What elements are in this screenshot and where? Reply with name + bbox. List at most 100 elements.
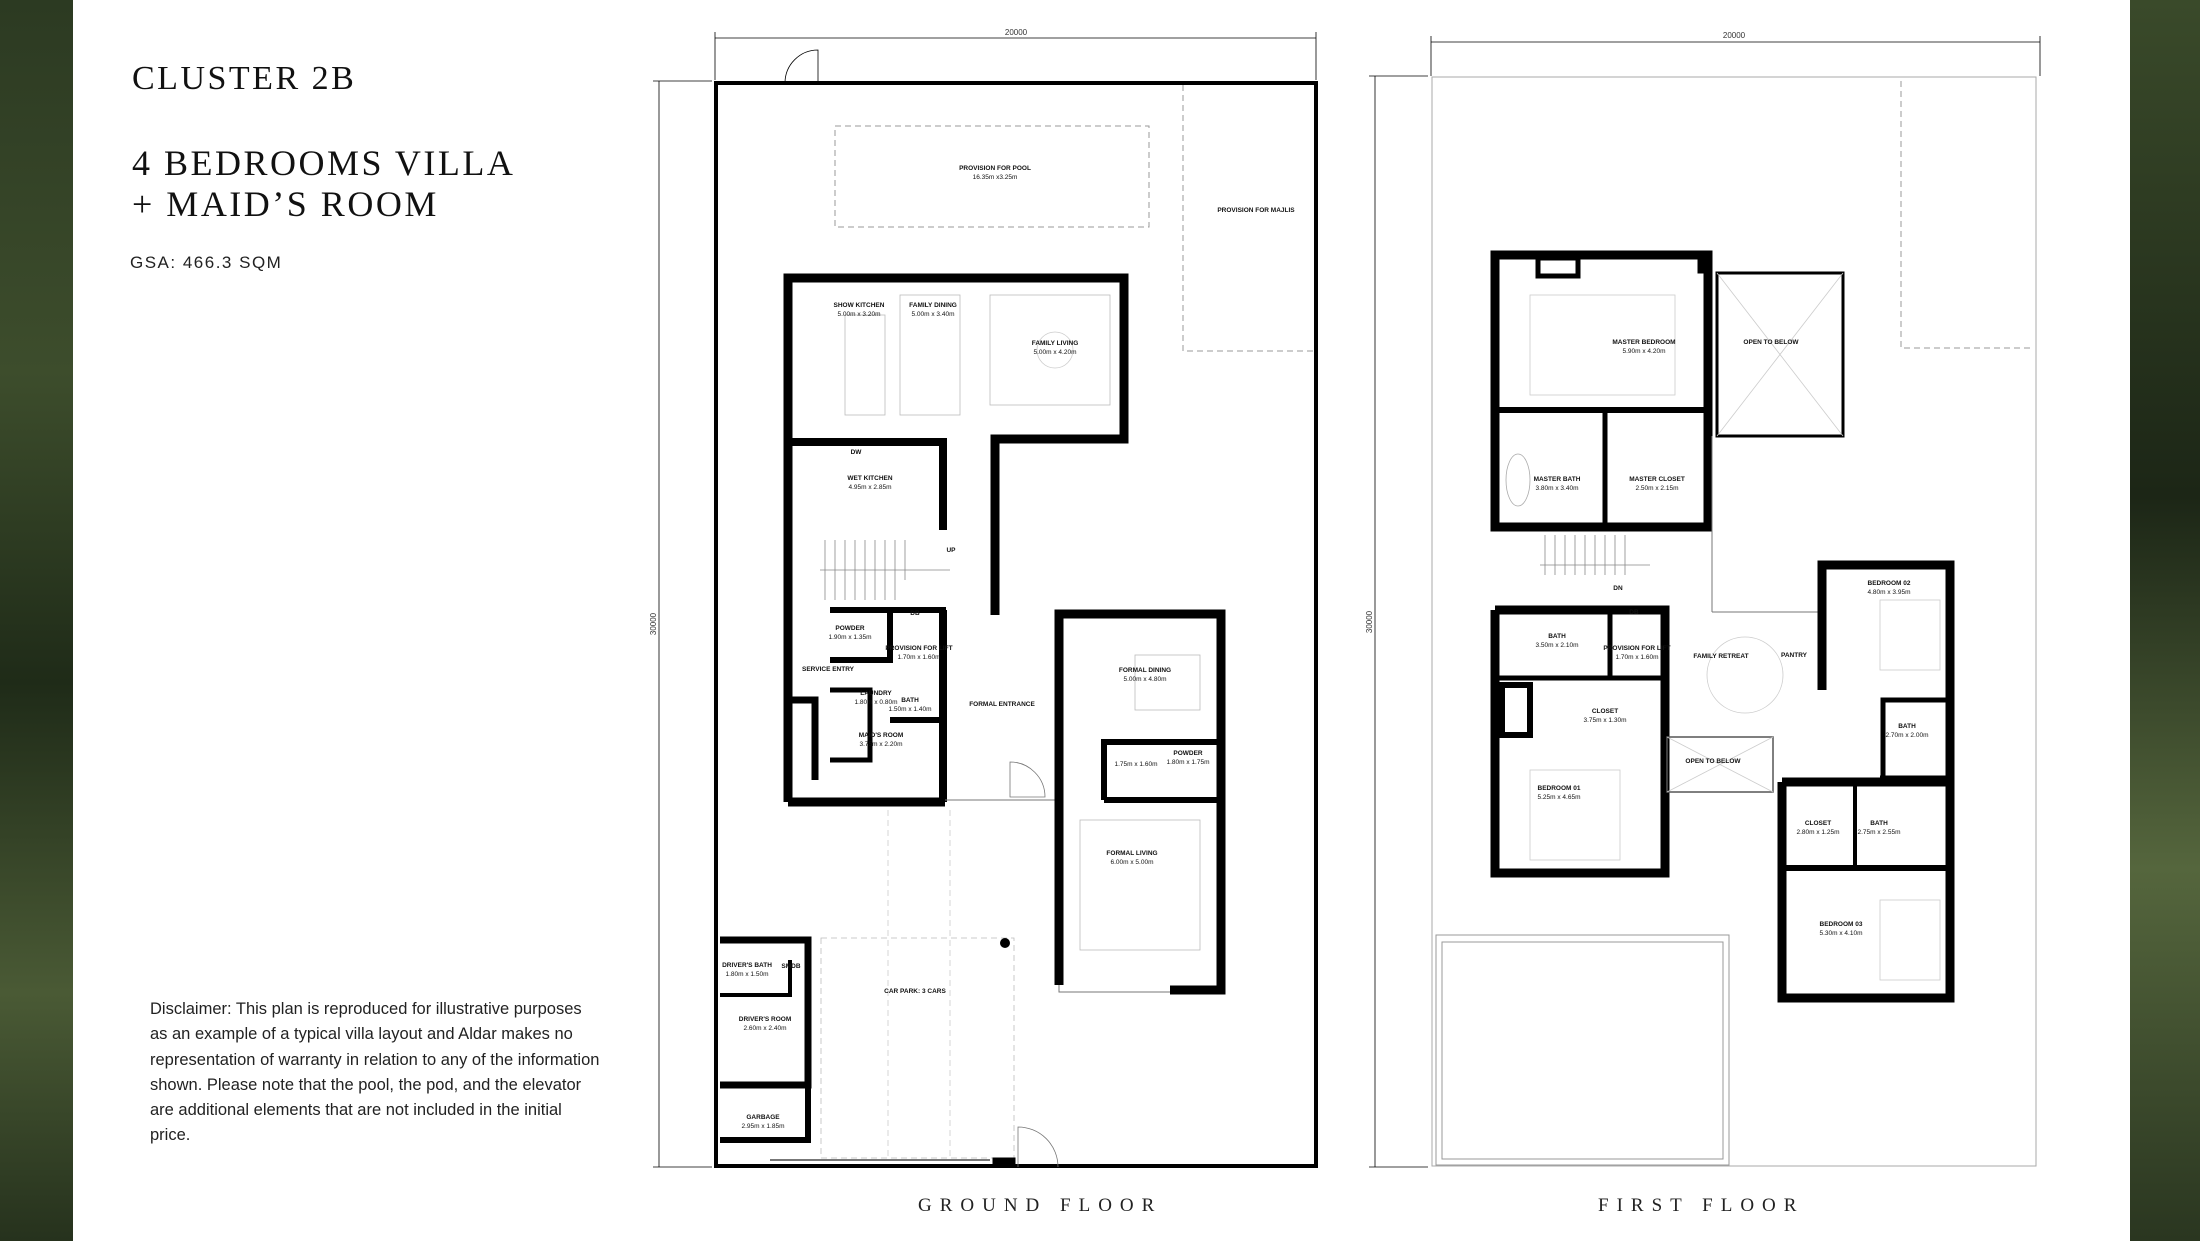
gf-room-name: PROVISION FOR POOL [959,165,1031,172]
ff-room-name: MASTER BATH [1534,476,1581,483]
ff-room-dimensions: 5.90m x 4.20m [1623,348,1666,355]
gf-room-name: SERVICE ENTRY [802,666,855,673]
gf-room-dimensions: 5.00m x 4.80m [1124,676,1167,683]
room-labels: 20000 30000 20000 30000 PROVISION FOR PO… [649,28,1929,1130]
gf-room-name: PROVISION FOR MAJLIS [1217,207,1295,214]
gf-room-dimensions: 1.70m x 1.60m [898,654,941,661]
ff-width-dimension: 20000 [1723,31,1746,40]
ff-room-name: FAMILY RETREAT [1693,653,1748,660]
ff-room-name: MASTER BEDROOM [1612,339,1675,346]
gf-room-dimensions: 5.00m x 4.20m [1034,349,1077,356]
background-foliage-left [0,0,73,1241]
ff-room-dimensions: 2.70m x 2.00m [1886,732,1929,739]
ff-room-dimensions: 4.80m x 3.95m [1868,589,1911,596]
car-park-outline [820,937,1015,1159]
ff-room-name: BATH [1898,723,1916,730]
living-furniture [989,294,1111,406]
ff-room-name: DN [1613,585,1623,592]
gf-room-name: DRIVER'S BATH [722,962,772,969]
ff-room-dimensions: 2.75m x 2.55m [1858,829,1901,836]
gf-room-name: PROVISION FOR LIFT [885,645,952,652]
gf-depth-dimension: 30000 [649,612,658,635]
gf-room-dimensions: 1.80m x 1.75m [1167,759,1210,766]
bedroom03-walls [1777,777,1955,1003]
master-bed [1529,294,1676,396]
gf-room-dimensions: 2.60m x 2.40m [744,1025,787,1032]
gf-room-name: LAUNDRY [860,690,892,697]
gf-room-dimensions: 6.00m x 5.00m [1111,859,1154,866]
villa-type-line1: 4 BEDROOMS VILLA [132,143,516,183]
gf-room-name: BATH [901,697,919,704]
gf-room-dimensions: 1.75m x 1.60m [1115,761,1158,768]
gf-room-dimensions: 4.95m x 2.85m [849,484,892,491]
gf-room-name: CAR PARK: 3 CARS [884,988,946,995]
gf-room-dimensions: 3.75m x 2.20m [860,741,903,748]
gf-room-name: FAMILY LIVING [1032,340,1079,347]
gf-room-name: POWDER [835,625,865,632]
ff-room-name: CLOSET [1805,820,1831,827]
gf-room-name: SMDB [781,963,800,970]
ff-room-name: MASTER CLOSET [1629,476,1685,483]
villa-type-line2: + MAID’S ROOM [132,184,439,224]
first-floor-label: FIRST FLOOR [1598,1195,1805,1216]
gf-room-name: MAID'S ROOM [859,732,904,739]
ff-room-dimensions: 3.80m x 3.40m [1536,485,1579,492]
gf-formal-wing-walls [1054,609,1226,995]
gf-room-name: DRIVER'S ROOM [739,1016,791,1023]
retreat-rug [1706,636,1784,714]
kitchen-island [844,314,886,416]
ff-stair [1540,535,1650,575]
ff-room-name: BATH [1548,633,1566,640]
column-marker [1000,938,1010,948]
ff-room-dimensions: 1.70m x 1.60m [1616,654,1659,661]
gf-room-name: WET KITCHEN [847,475,892,482]
bathtub [1505,453,1531,507]
open-to-below-lower [1666,736,1774,793]
ff-room-dimensions: 2.80m x 1.25m [1797,829,1840,836]
ff-room-name: PANTRY [1781,652,1808,659]
gf-room-name: POWDER [1173,750,1203,757]
gf-room-name: FAMILY DINING [909,302,957,309]
background-foliage-right [2130,0,2200,1241]
gf-room-dimensions: 16.35m x3.25m [973,174,1018,181]
gf-room-name: FORMAL DINING [1119,667,1171,674]
gf-room-name: DB [910,610,920,617]
ff-room-name: CLOSET [1592,708,1618,715]
disclaimer-text: Disclaimer: This plan is reproduced for … [150,1000,600,1145]
ff-depth-dimension: 30000 [1365,610,1374,633]
ff-room-name: BATH [1870,820,1888,827]
gsa-area: GSA: 466.3 SQM [130,253,283,272]
gf-room-name: DW [851,449,863,456]
gf-width-dimension: 20000 [1005,28,1028,37]
ff-room-name: BEDROOM 03 [1820,921,1863,928]
gf-room-name: FORMAL LIVING [1106,850,1157,857]
ground-floor-plan [653,32,1318,1168]
master-suite-walls [1490,250,1713,532]
bedroom02-walls [1817,560,1955,785]
ff-room-name: PROVISION FOR LIFT [1603,645,1670,652]
ff-room-dimensions: 3.75m x 1.30m [1584,717,1627,724]
gf-main-walls [783,273,1129,802]
gf-room-dimensions: 1.50m x 1.40m [889,706,932,713]
pool-provision-outline [834,125,1150,228]
gf-plot-boundary [714,81,1318,1168]
gf-room-name: UP [946,547,956,554]
dining-table [899,294,961,416]
ff-room-name: OPEN TO BELOW [1685,758,1741,765]
gf-room-dimensions: 1.90m x 1.35m [829,634,872,641]
ff-room-dimensions: 3.50m x 2.10m [1536,642,1579,649]
gf-room-dimensions: 5.00m x 3.20m [838,311,881,318]
ff-room-name: OPEN TO BELOW [1743,339,1799,346]
ff-room-dimensions: 5.30m x 4.10m [1820,930,1863,937]
first-floor-plan [1369,36,2041,1168]
ff-room-name: DB [1629,609,1639,616]
ff-room-dimensions: 5.25m x 4.65m [1538,794,1581,801]
gf-room-name: SHOW KITCHEN [834,302,885,309]
gf-room-name: FORMAL ENTRANCE [969,701,1035,708]
gf-stair [820,540,950,600]
ff-roof-outline [1435,934,1730,1166]
ff-room-dimensions: 2.50m x 2.15m [1636,485,1679,492]
cluster-title: CLUSTER 2B [132,60,357,97]
gf-room-dimensions: 1.80m x 0.80m [855,699,898,706]
ff-plot-boundary [1431,76,2037,1167]
